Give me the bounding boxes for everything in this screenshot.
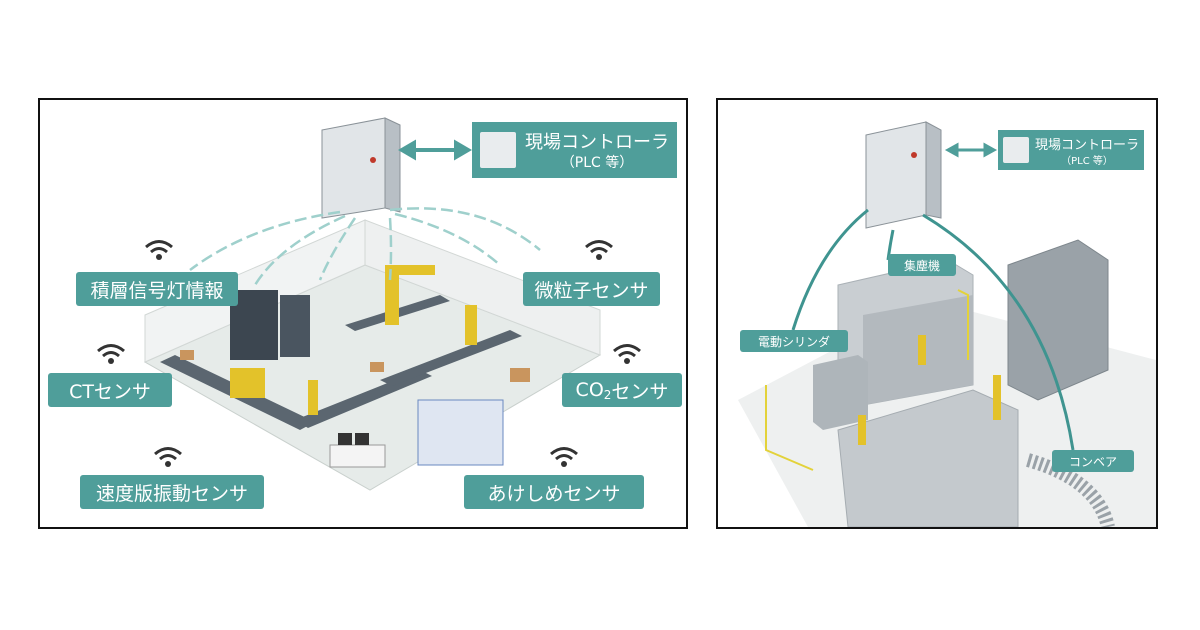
co2-subscript: 2 bbox=[603, 388, 612, 402]
storage-shelf bbox=[417, 399, 504, 466]
controller-cabinet-side bbox=[384, 117, 401, 213]
robot-arm bbox=[385, 265, 435, 275]
wifi-icon bbox=[613, 344, 641, 364]
robot-arm bbox=[385, 265, 399, 325]
robot-arm bbox=[993, 375, 1001, 420]
controller-label: 現場コントローラ （PLC 等） bbox=[472, 122, 677, 178]
controller-label: 現場コントローラ （PLC 等） bbox=[998, 130, 1144, 170]
double-arrow bbox=[944, 142, 998, 158]
robot-arm bbox=[918, 335, 926, 365]
label-ct-sensor: CTセンサ bbox=[48, 373, 172, 407]
double-arrow bbox=[398, 139, 472, 161]
large-machine bbox=[837, 389, 1019, 527]
controller-cabinet-side bbox=[925, 121, 942, 219]
controller-cabinet bbox=[321, 117, 386, 219]
label-electric-cylinder: 電動シリンダ bbox=[740, 330, 848, 352]
label-dust-collector: 集塵機 bbox=[888, 254, 956, 276]
wifi-icon bbox=[97, 344, 125, 364]
conveyor-belt bbox=[295, 370, 432, 428]
machine bbox=[230, 368, 265, 398]
safety-fence bbox=[765, 289, 969, 471]
monitor bbox=[355, 433, 369, 445]
wireless-links bbox=[189, 207, 541, 286]
wifi-icon bbox=[550, 447, 578, 467]
cylinder-machine bbox=[813, 355, 868, 430]
co2-suffix: センサ bbox=[611, 380, 669, 403]
robot-arm bbox=[858, 415, 866, 445]
box bbox=[370, 362, 384, 372]
desk bbox=[329, 444, 386, 468]
robot-arm bbox=[308, 380, 318, 415]
co2-prefix: CO bbox=[575, 379, 604, 401]
wifi-icon bbox=[145, 240, 173, 260]
label-particle-sensor: 微粒子センサ bbox=[523, 272, 660, 306]
label-stack-light: 積層信号灯情報 bbox=[76, 272, 238, 306]
cabinet-indicator bbox=[911, 152, 917, 158]
conveyor-belt bbox=[380, 330, 522, 386]
controller-cabinet bbox=[865, 121, 927, 229]
label-vibration-sensor: 速度版振動センサ bbox=[80, 475, 264, 509]
label-open-close-sensor: あけしめセンサ bbox=[464, 475, 644, 509]
factory-wall-right bbox=[364, 219, 601, 356]
server-rack bbox=[230, 290, 278, 360]
plc-device-icon bbox=[1003, 137, 1029, 163]
processing-machine bbox=[1007, 239, 1109, 401]
roller-conveyor bbox=[1026, 453, 1115, 527]
wifi-icon bbox=[154, 447, 182, 467]
factory-illustration bbox=[143, 117, 602, 491]
controller-subtitle: （PLC 等） bbox=[1061, 156, 1113, 167]
box bbox=[180, 350, 194, 360]
wifi-icon bbox=[585, 240, 613, 260]
equipment-illustration bbox=[738, 121, 1156, 527]
factory-sensor-panel: 現場コントローラ （PLC 等） 積層信号灯情報 微粒子センサ CTセンサ CO… bbox=[38, 98, 688, 529]
box bbox=[510, 368, 530, 382]
server-rack bbox=[280, 295, 310, 357]
plc-device-icon bbox=[480, 132, 516, 168]
controller-subtitle: （PLC 等） bbox=[560, 155, 634, 171]
controller-title: 現場コントローラ bbox=[1034, 138, 1139, 153]
cabinet-indicator bbox=[370, 157, 376, 163]
equipment-panel: 現場コントローラ （PLC 等） 集塵機 電動シリンダ コンベア bbox=[716, 98, 1158, 529]
label-conveyor: コンベア bbox=[1052, 450, 1134, 472]
controller-title: 現場コントローラ bbox=[525, 132, 669, 153]
monitor bbox=[338, 433, 352, 445]
robot-arm bbox=[465, 305, 477, 345]
